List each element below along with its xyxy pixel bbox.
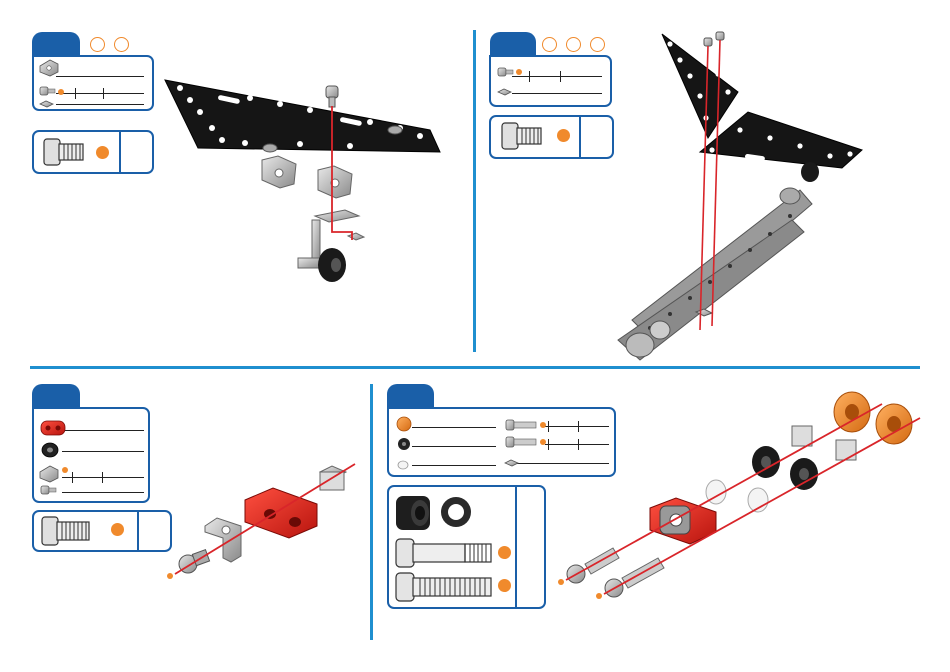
wheel-icon bbox=[42, 443, 58, 457]
screw-icon bbox=[396, 539, 491, 567]
wheel-icon bbox=[396, 496, 430, 530]
screw-icon bbox=[498, 68, 513, 76]
screw-icon bbox=[40, 87, 55, 95]
assembly-line bbox=[566, 404, 920, 594]
screw-icon bbox=[502, 123, 541, 149]
spacer-ring-icon bbox=[398, 461, 408, 469]
nut-icon bbox=[498, 89, 511, 95]
screw-icon bbox=[506, 420, 536, 430]
triangle-plate-assembly bbox=[165, 80, 440, 282]
red-connector-icon bbox=[41, 421, 65, 435]
bracket-icon bbox=[40, 60, 58, 76]
screw-icon bbox=[44, 139, 83, 165]
orange-pulley-icon bbox=[397, 417, 411, 431]
pulley-axle-assembly bbox=[567, 392, 912, 597]
screw-icon bbox=[396, 573, 491, 601]
marker-dot bbox=[558, 579, 564, 585]
assembly-line bbox=[175, 464, 355, 574]
nut-icon bbox=[505, 460, 518, 466]
marker-dot bbox=[596, 593, 602, 599]
screw-icon bbox=[42, 517, 89, 545]
nut-icon bbox=[40, 101, 53, 107]
marker-dot bbox=[167, 573, 173, 579]
spacer-ring-icon bbox=[441, 497, 471, 527]
screw-icon bbox=[506, 437, 536, 447]
bracket-icon bbox=[40, 466, 58, 482]
wheel-icon bbox=[398, 438, 410, 450]
screw-icon bbox=[41, 486, 56, 494]
wing-plates-assembly bbox=[618, 32, 862, 360]
